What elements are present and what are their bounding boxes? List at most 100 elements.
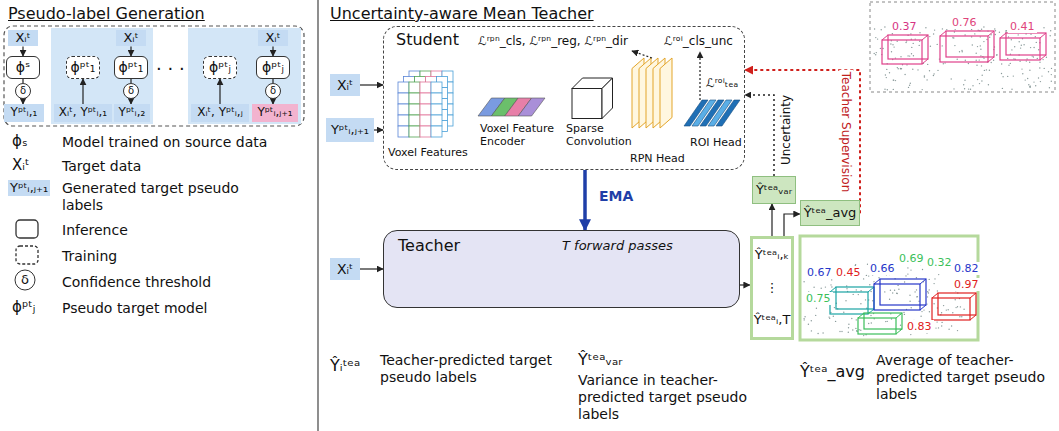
- point: [937, 70, 938, 71]
- point: [892, 292, 893, 293]
- point: [1023, 44, 1024, 45]
- point: [928, 292, 929, 293]
- point: [1001, 63, 1002, 64]
- legend-text: Confidence threshold: [62, 274, 211, 291]
- legend-symbol: ϕᵖᵗⱼ: [12, 298, 35, 316]
- part-label: Voxel Features: [388, 146, 468, 159]
- point: [811, 320, 812, 321]
- box-3d: [836, 287, 874, 309]
- point: [996, 55, 997, 56]
- point: [972, 85, 973, 86]
- node-text: Teacher: [398, 237, 460, 255]
- voxel-cell: [431, 126, 442, 137]
- point: [890, 43, 891, 44]
- point: [909, 301, 910, 302]
- point: [905, 275, 906, 276]
- node-text: T forward passes: [562, 239, 673, 254]
- point: [952, 312, 953, 313]
- point: [881, 29, 882, 30]
- legend-symbol: ϕₛ: [12, 132, 28, 150]
- point: [811, 330, 812, 331]
- input-box: Xᵢᵗ, Yᵖᵗᵢ,ⱼ: [191, 104, 249, 122]
- node-text: Yᵖᵗᵢ,₂: [119, 106, 146, 120]
- point: [1040, 81, 1041, 82]
- separator: [317, 0, 318, 431]
- score: 0.41: [1008, 20, 1037, 33]
- group-frame: [4, 26, 304, 126]
- point: [1044, 68, 1045, 69]
- point: [1029, 70, 1030, 71]
- point: [1021, 45, 1022, 46]
- point: [938, 274, 939, 275]
- point: [891, 51, 892, 52]
- point: [1011, 39, 1012, 40]
- point: [1039, 67, 1040, 68]
- score: 0.32: [925, 256, 954, 269]
- point: [875, 37, 876, 38]
- legend-text: Generated target pseudo labels: [62, 180, 262, 214]
- threshold-circle: δ: [265, 83, 281, 99]
- point: [841, 331, 842, 332]
- point: [813, 287, 814, 288]
- point: [851, 318, 852, 319]
- point: [856, 289, 857, 290]
- connector: [272, 47, 273, 57]
- point: [968, 63, 969, 64]
- point: [831, 279, 832, 280]
- voxel-cell: [420, 104, 431, 115]
- point: [917, 69, 918, 70]
- point: [929, 279, 930, 280]
- node-text: Ŷᵗᵉᵃᵢ,T: [754, 313, 791, 328]
- point: [1029, 62, 1030, 63]
- point: [916, 296, 917, 297]
- point: [934, 29, 935, 30]
- point: [936, 321, 937, 322]
- voxel-cell: [409, 115, 420, 126]
- point: [909, 85, 910, 86]
- label-box: Yᵖᵗᵢ,ⱼ₊₁: [326, 118, 374, 142]
- point: [961, 316, 962, 317]
- edge-label: Teacher Supervision: [839, 70, 853, 195]
- point: [929, 311, 930, 312]
- point: [1033, 47, 1034, 48]
- box-3d: [940, 31, 946, 36]
- connector: [374, 129, 383, 130]
- box-3d: [896, 329, 902, 334]
- point: [980, 49, 981, 50]
- point: [893, 46, 894, 47]
- point: [877, 38, 878, 39]
- point: [924, 76, 925, 77]
- point: [910, 334, 911, 335]
- point: [907, 55, 908, 56]
- point: [1002, 76, 1003, 77]
- point: [870, 315, 871, 316]
- voxel-cell: [398, 82, 409, 93]
- point: [989, 70, 990, 71]
- voxel-cell: [431, 104, 442, 115]
- point: [834, 307, 835, 308]
- point: [962, 51, 963, 52]
- point: [822, 332, 823, 333]
- node-text: Xᵢᵗ, Yᵖᵗᵢ,ⱼ: [197, 106, 243, 120]
- node-text: ϕᵖᵗ₁: [119, 59, 144, 75]
- input-box: Xᵢᵗ: [8, 30, 38, 47]
- point: [913, 55, 914, 56]
- point: [991, 62, 992, 63]
- point: [942, 28, 943, 29]
- point: [892, 33, 893, 34]
- point: [1010, 63, 1011, 64]
- point: [948, 309, 949, 310]
- label-box: Yᵖᵗᵢ,₂: [114, 104, 150, 122]
- point: [853, 294, 854, 295]
- point: [839, 331, 840, 332]
- point: [941, 322, 942, 323]
- point: [1033, 81, 1034, 82]
- point: [929, 36, 930, 37]
- point: [895, 80, 896, 81]
- point: [894, 290, 895, 291]
- box-3d: [922, 35, 928, 40]
- label-box: Yᵖᵗᵢ,ⱼ₊₁: [252, 104, 298, 122]
- point: [921, 311, 922, 312]
- point: [953, 37, 954, 38]
- point: [804, 316, 805, 317]
